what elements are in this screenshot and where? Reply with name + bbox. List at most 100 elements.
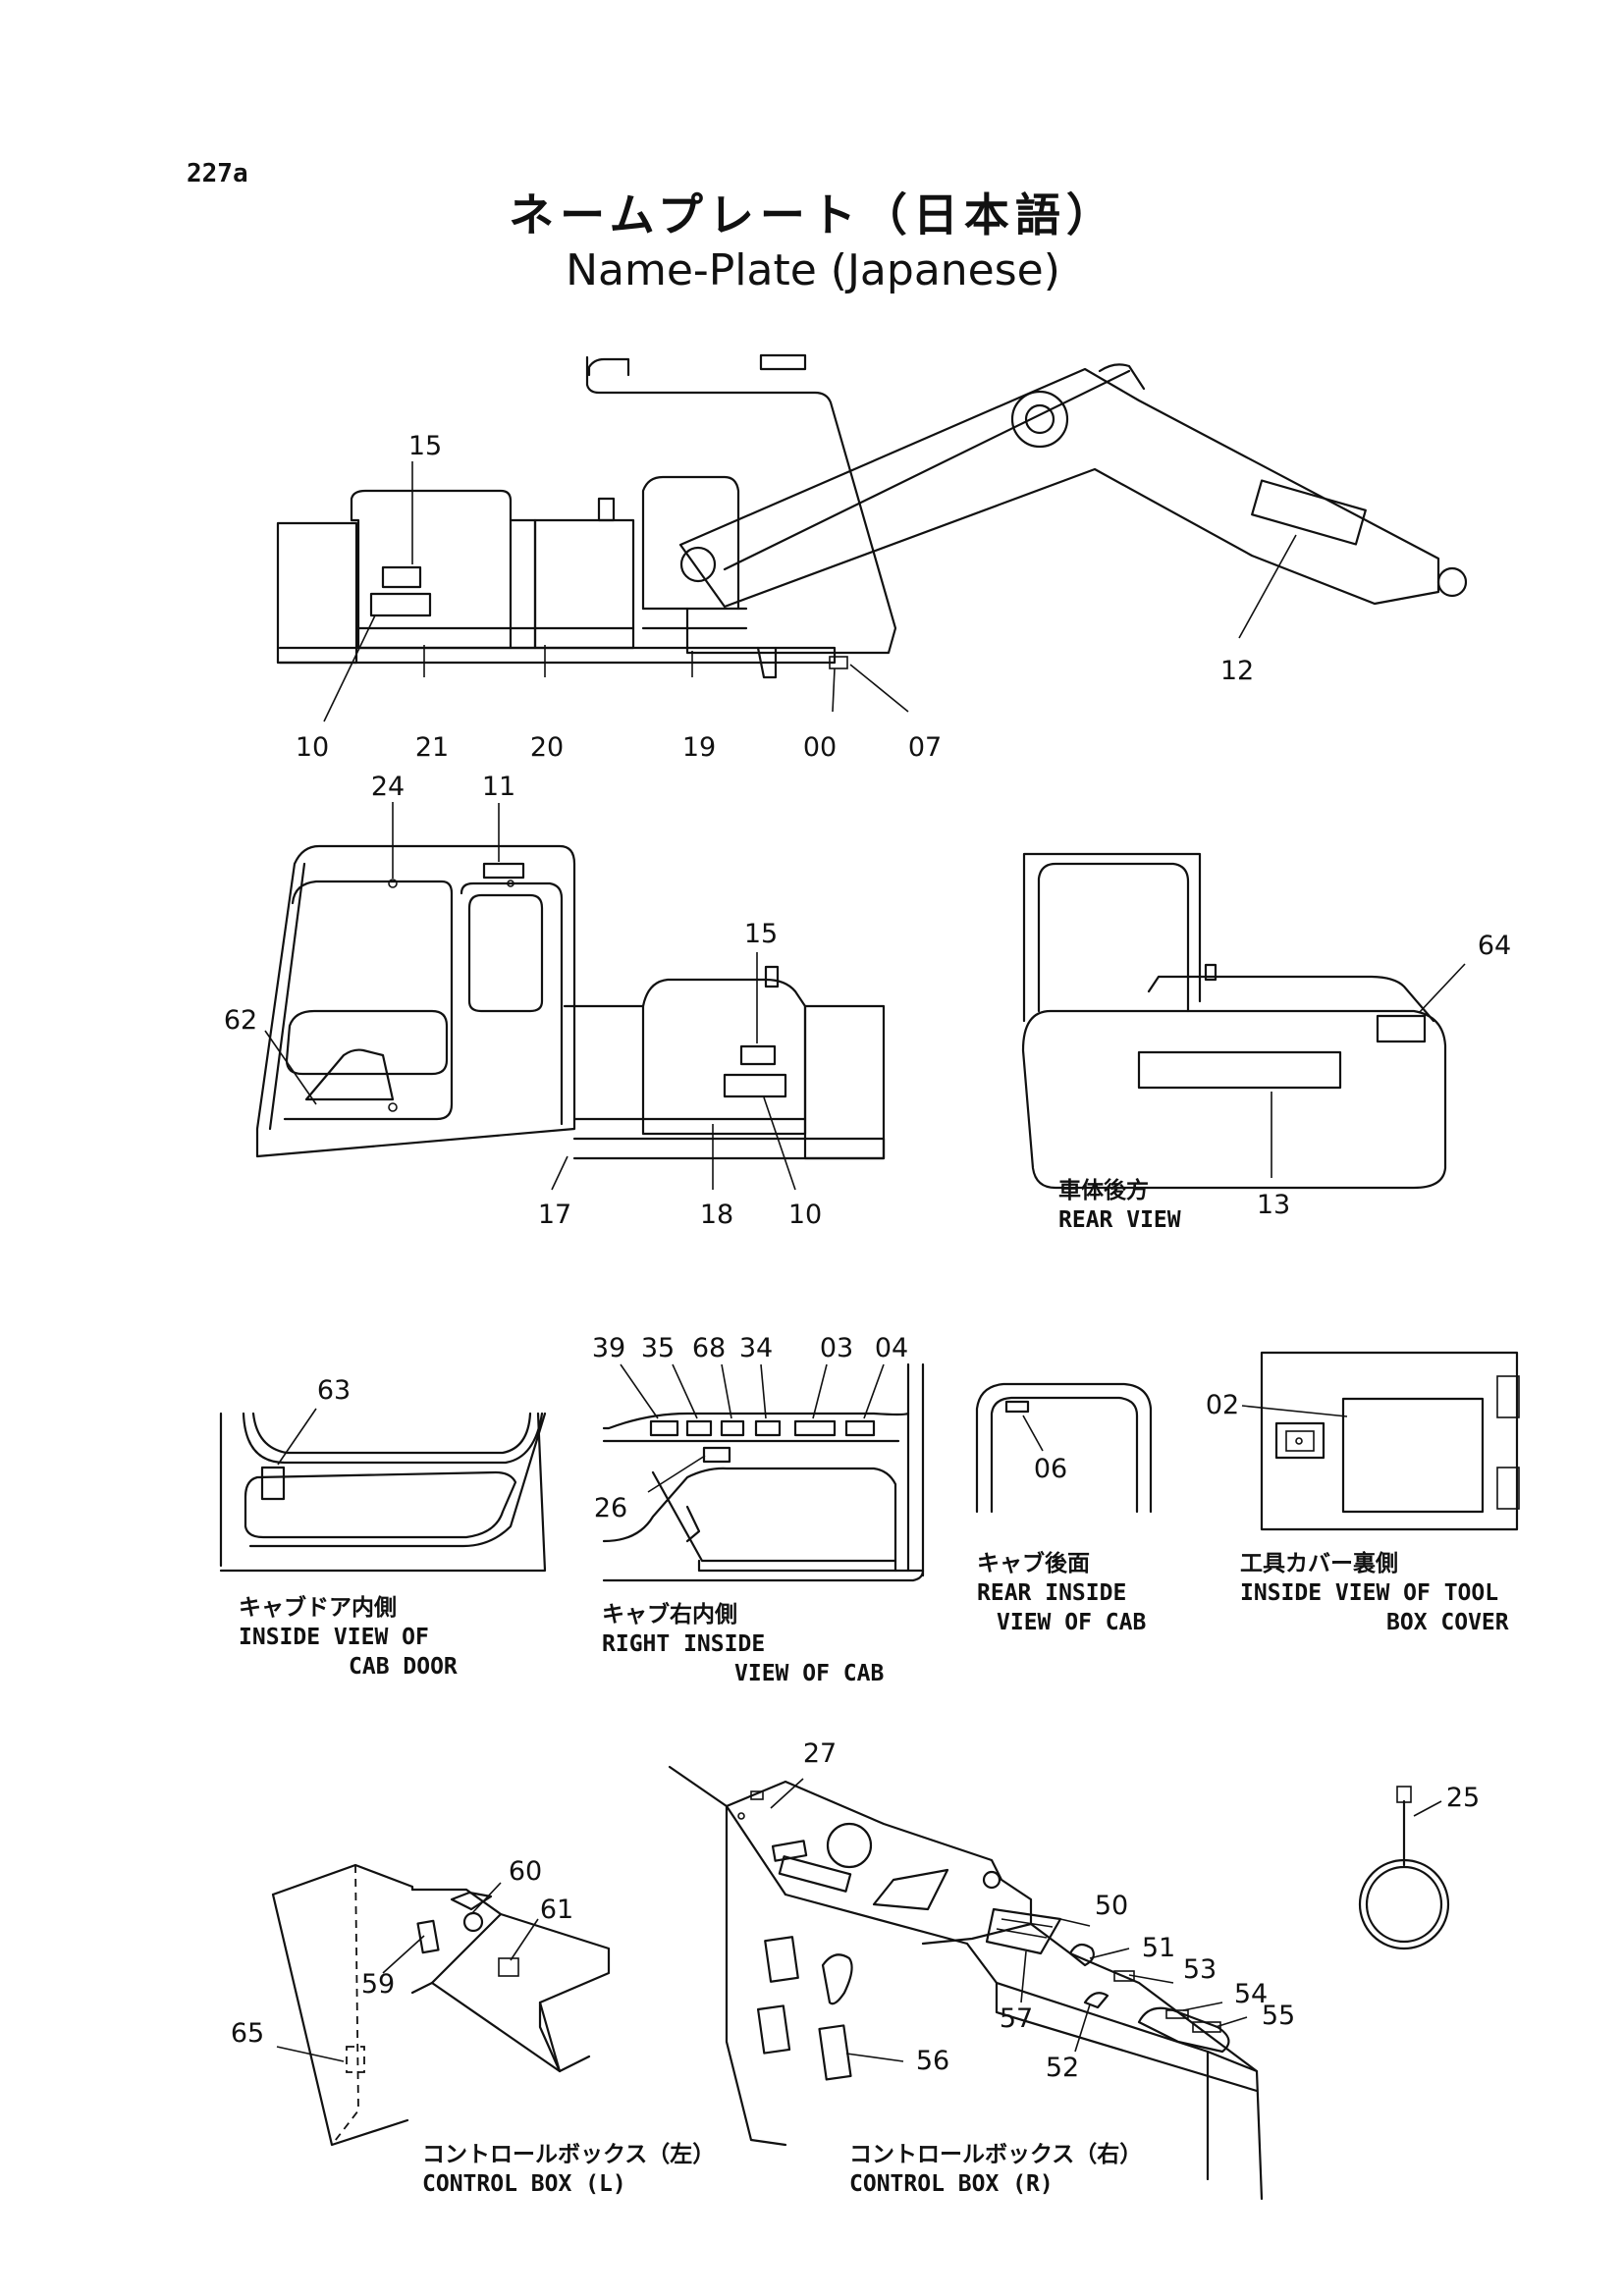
callout: 54 xyxy=(1234,1979,1268,2009)
callout: 13 xyxy=(1257,1190,1290,1220)
rear-view: 64 13 車体後方 REAR VIEW xyxy=(1021,852,1511,1233)
callout: 35 xyxy=(641,1333,675,1363)
callout: 50 xyxy=(1095,1891,1128,1921)
callout: 10 xyxy=(296,732,329,763)
title-japanese: ネームプレート（日本語） xyxy=(509,188,1117,241)
callout: 17 xyxy=(538,1200,571,1230)
plate-64-shape xyxy=(1376,1014,1427,1043)
plate-59-shape xyxy=(416,1919,440,1954)
callout: 04 xyxy=(875,1333,908,1363)
callout: 15 xyxy=(408,431,442,461)
plate-56-shape xyxy=(818,2024,852,2081)
callout: 25 xyxy=(1446,1783,1480,1813)
caption-rear-view: REAR VIEW xyxy=(1058,1207,1181,1233)
callout: 06 xyxy=(1034,1454,1067,1484)
callout: 62 xyxy=(224,1005,257,1036)
caption-control-right: コントロールボックス（右） xyxy=(849,2141,1142,2167)
plate-15-shape xyxy=(739,1044,777,1066)
callout: 60 xyxy=(509,1856,542,1887)
plate-54-shape xyxy=(1165,2009,1189,2019)
callout: 11 xyxy=(482,772,515,802)
callout: 52 xyxy=(1046,2053,1079,2083)
inside-cab-door: 63 キャブドア内側 INSIDE VIEW OF CAB DOOR xyxy=(219,1375,547,1680)
tool-box-cover-shape xyxy=(1260,1351,1519,1531)
side-view-right: 24 11 62 15 17 18 10 xyxy=(224,772,886,1230)
callout: 26 xyxy=(594,1493,627,1523)
plate-26-shape xyxy=(702,1446,731,1464)
caption-tool-box: 工具カバー裏側 xyxy=(1240,1550,1398,1576)
caption-right-inside: VIEW OF CAB xyxy=(734,1661,884,1686)
callout: 20 xyxy=(530,732,564,763)
plate-02-shape xyxy=(1341,1397,1485,1514)
plate-39-shape xyxy=(649,1419,679,1437)
caption-rear-inside: キャブ後面 xyxy=(977,1550,1090,1576)
counterweight-rear-shape xyxy=(1021,1009,1447,1190)
callout: 59 xyxy=(361,1969,395,2000)
caption-control-right: CONTROL BOX (R) xyxy=(849,2171,1054,2197)
callout: 21 xyxy=(415,732,449,763)
plate-55-shape xyxy=(1192,2021,1221,2033)
callout: 19 xyxy=(682,732,716,763)
caption-control-left: CONTROL BOX (L) xyxy=(422,2171,626,2197)
callout: 51 xyxy=(1142,1933,1175,1963)
plate-63-shape xyxy=(260,1466,286,1501)
caption-rear-inside: REAR INSIDE xyxy=(977,1580,1126,1606)
callout: 24 xyxy=(371,772,405,802)
plate-04-shape xyxy=(844,1419,876,1437)
plate-35-shape xyxy=(685,1419,713,1437)
tool-box-cover: 02 工具カバー裏側 INSIDE VIEW OF TOOL BOX COVER xyxy=(1206,1351,1520,1635)
plate-52-shape xyxy=(1083,1992,1109,2009)
callout: 57 xyxy=(1000,2003,1033,2034)
callout: 27 xyxy=(803,1738,837,1769)
plate-10-shape xyxy=(723,1073,787,1098)
callout: 68 xyxy=(692,1333,726,1363)
control-box-left: 60 61 59 65 コントロールボックス（左） CONTROL BOX (L… xyxy=(231,1856,715,2197)
base-frame-shape xyxy=(278,646,837,665)
callout: 53 xyxy=(1183,1954,1217,1985)
callout: 18 xyxy=(700,1200,733,1230)
callout: 12 xyxy=(1220,656,1254,686)
plate-25-ring-shape xyxy=(1358,1858,1450,1950)
cab-right-shape xyxy=(255,844,576,1158)
caption-right-inside: RIGHT INSIDE xyxy=(602,1631,765,1657)
callout: 56 xyxy=(916,2046,949,2076)
plate-13-shape xyxy=(1137,1050,1342,1090)
caption-tool-box: BOX COVER xyxy=(1386,1610,1509,1635)
plate-10-shape xyxy=(369,592,432,617)
caption-rear-inside: VIEW OF CAB xyxy=(997,1610,1146,1635)
plate-34-shape xyxy=(754,1419,782,1437)
callout: 55 xyxy=(1262,2001,1295,2031)
caption-control-left: コントロールボックス（左） xyxy=(422,2141,715,2167)
cab-outline-shape xyxy=(585,355,897,655)
cab-window-shape xyxy=(641,475,740,611)
side-view-left: 15 10 21 20 19 00 07 12 xyxy=(276,353,1468,763)
engine-hood-shape xyxy=(350,489,537,650)
page-number: 227a xyxy=(187,159,248,188)
callout: 34 xyxy=(739,1333,773,1363)
control-box-l-shape xyxy=(271,1863,414,2147)
caption-cab-door: INSIDE VIEW OF xyxy=(239,1625,429,1650)
plate-11-shape xyxy=(482,862,525,880)
caption-rear-view: 車体後方 xyxy=(1058,1177,1149,1203)
boom-shape xyxy=(678,367,1440,609)
callout: 00 xyxy=(803,732,837,763)
caption-cab-door: CAB DOOR xyxy=(349,1654,458,1680)
caption-tool-box: INSIDE VIEW OF TOOL xyxy=(1240,1580,1498,1606)
callout: 64 xyxy=(1478,931,1511,961)
callout: 63 xyxy=(317,1375,351,1406)
plate-68-shape xyxy=(720,1419,745,1437)
plate-57-shape xyxy=(985,1907,1062,1955)
counterweight-shape xyxy=(276,521,358,665)
caption-right-inside: キャブ右内側 xyxy=(602,1601,737,1628)
right-inside-cab: 39 35 68 34 03 04 26 キャブ右内側 RIGHT INSIDE… xyxy=(592,1333,925,1686)
plate-12-shape xyxy=(1251,479,1367,546)
title-english: Name-Plate (Japanese) xyxy=(566,245,1060,295)
control-box-right: 27 50 51 53 54 55 57 52 56 25 コントロールボックス… xyxy=(668,1738,1480,2201)
callout: 03 xyxy=(820,1333,853,1363)
callout: 61 xyxy=(540,1895,573,1925)
plate-15-shape xyxy=(381,565,422,589)
callout: 07 xyxy=(908,732,942,763)
callout: 02 xyxy=(1206,1390,1239,1420)
engine-hood-right-shape xyxy=(641,978,807,1136)
